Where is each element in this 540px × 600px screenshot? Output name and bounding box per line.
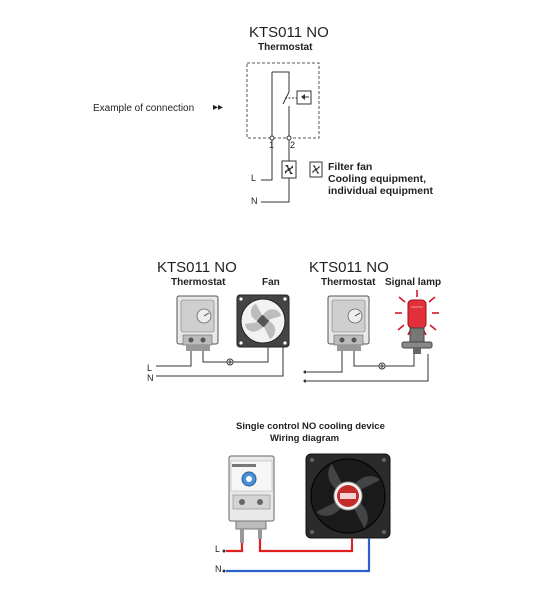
section3-title-line1: Single control NO cooling device: [236, 421, 385, 432]
cooling-fan-icon: [305, 453, 391, 545]
section3-title-line2: Wiring diagram: [270, 433, 340, 444]
neutral-wire: [226, 538, 371, 573]
live-wire-to-fan: [258, 539, 354, 553]
section2-l-label: L: [147, 363, 153, 373]
section2-right-title: KTS011 NO: [309, 259, 389, 276]
left-wire-to-fan: [202, 347, 269, 363]
wire-n: [261, 178, 290, 203]
signal-lamp-icon: [395, 290, 439, 354]
section2-right-subtitle: Thermostat: [321, 277, 376, 288]
legend-individual-equipment: individual equipment: [328, 185, 434, 197]
section2-left-subtitle: Thermostat: [171, 277, 226, 288]
wire-l: [261, 140, 273, 181]
left-wire-l: [156, 351, 192, 367]
left-thermostat-icon: [176, 295, 219, 351]
section1-title: KTS011 NO: [249, 24, 329, 41]
section2-left-title: KTS011 NO: [157, 259, 237, 276]
section1-subtitle: Thermostat: [258, 42, 313, 53]
line-l-label: L: [251, 173, 257, 183]
legend-cooling-equipment: Cooling equipment,: [328, 173, 426, 185]
example-of-connection-label: Example of connection: [93, 103, 195, 114]
section2-n-label: N: [147, 373, 154, 383]
live-wire-to-thermostat: [226, 543, 244, 553]
thermostat-dashed-box: [246, 62, 320, 139]
signal-lamp-label: Signal lamp: [385, 277, 442, 288]
section3-l-label: L: [215, 544, 221, 554]
thermostat-module-icon: [228, 455, 275, 543]
terminal-2-label: 2: [290, 140, 296, 150]
contact-wire: [272, 71, 290, 92]
right-wire-n: [307, 354, 429, 382]
legend-filter-fan: Filter fan: [328, 161, 373, 173]
line-n-label: N: [251, 196, 258, 206]
fan-label: Fan: [262, 277, 280, 288]
fan-icon: [236, 294, 290, 348]
right-thermostat-icon: [327, 295, 370, 351]
left-wire-n: [156, 347, 284, 377]
section3-n-label: N: [215, 564, 222, 574]
arrow-icon: ▸▸: [213, 102, 224, 113]
right-wire-l: [307, 351, 343, 373]
